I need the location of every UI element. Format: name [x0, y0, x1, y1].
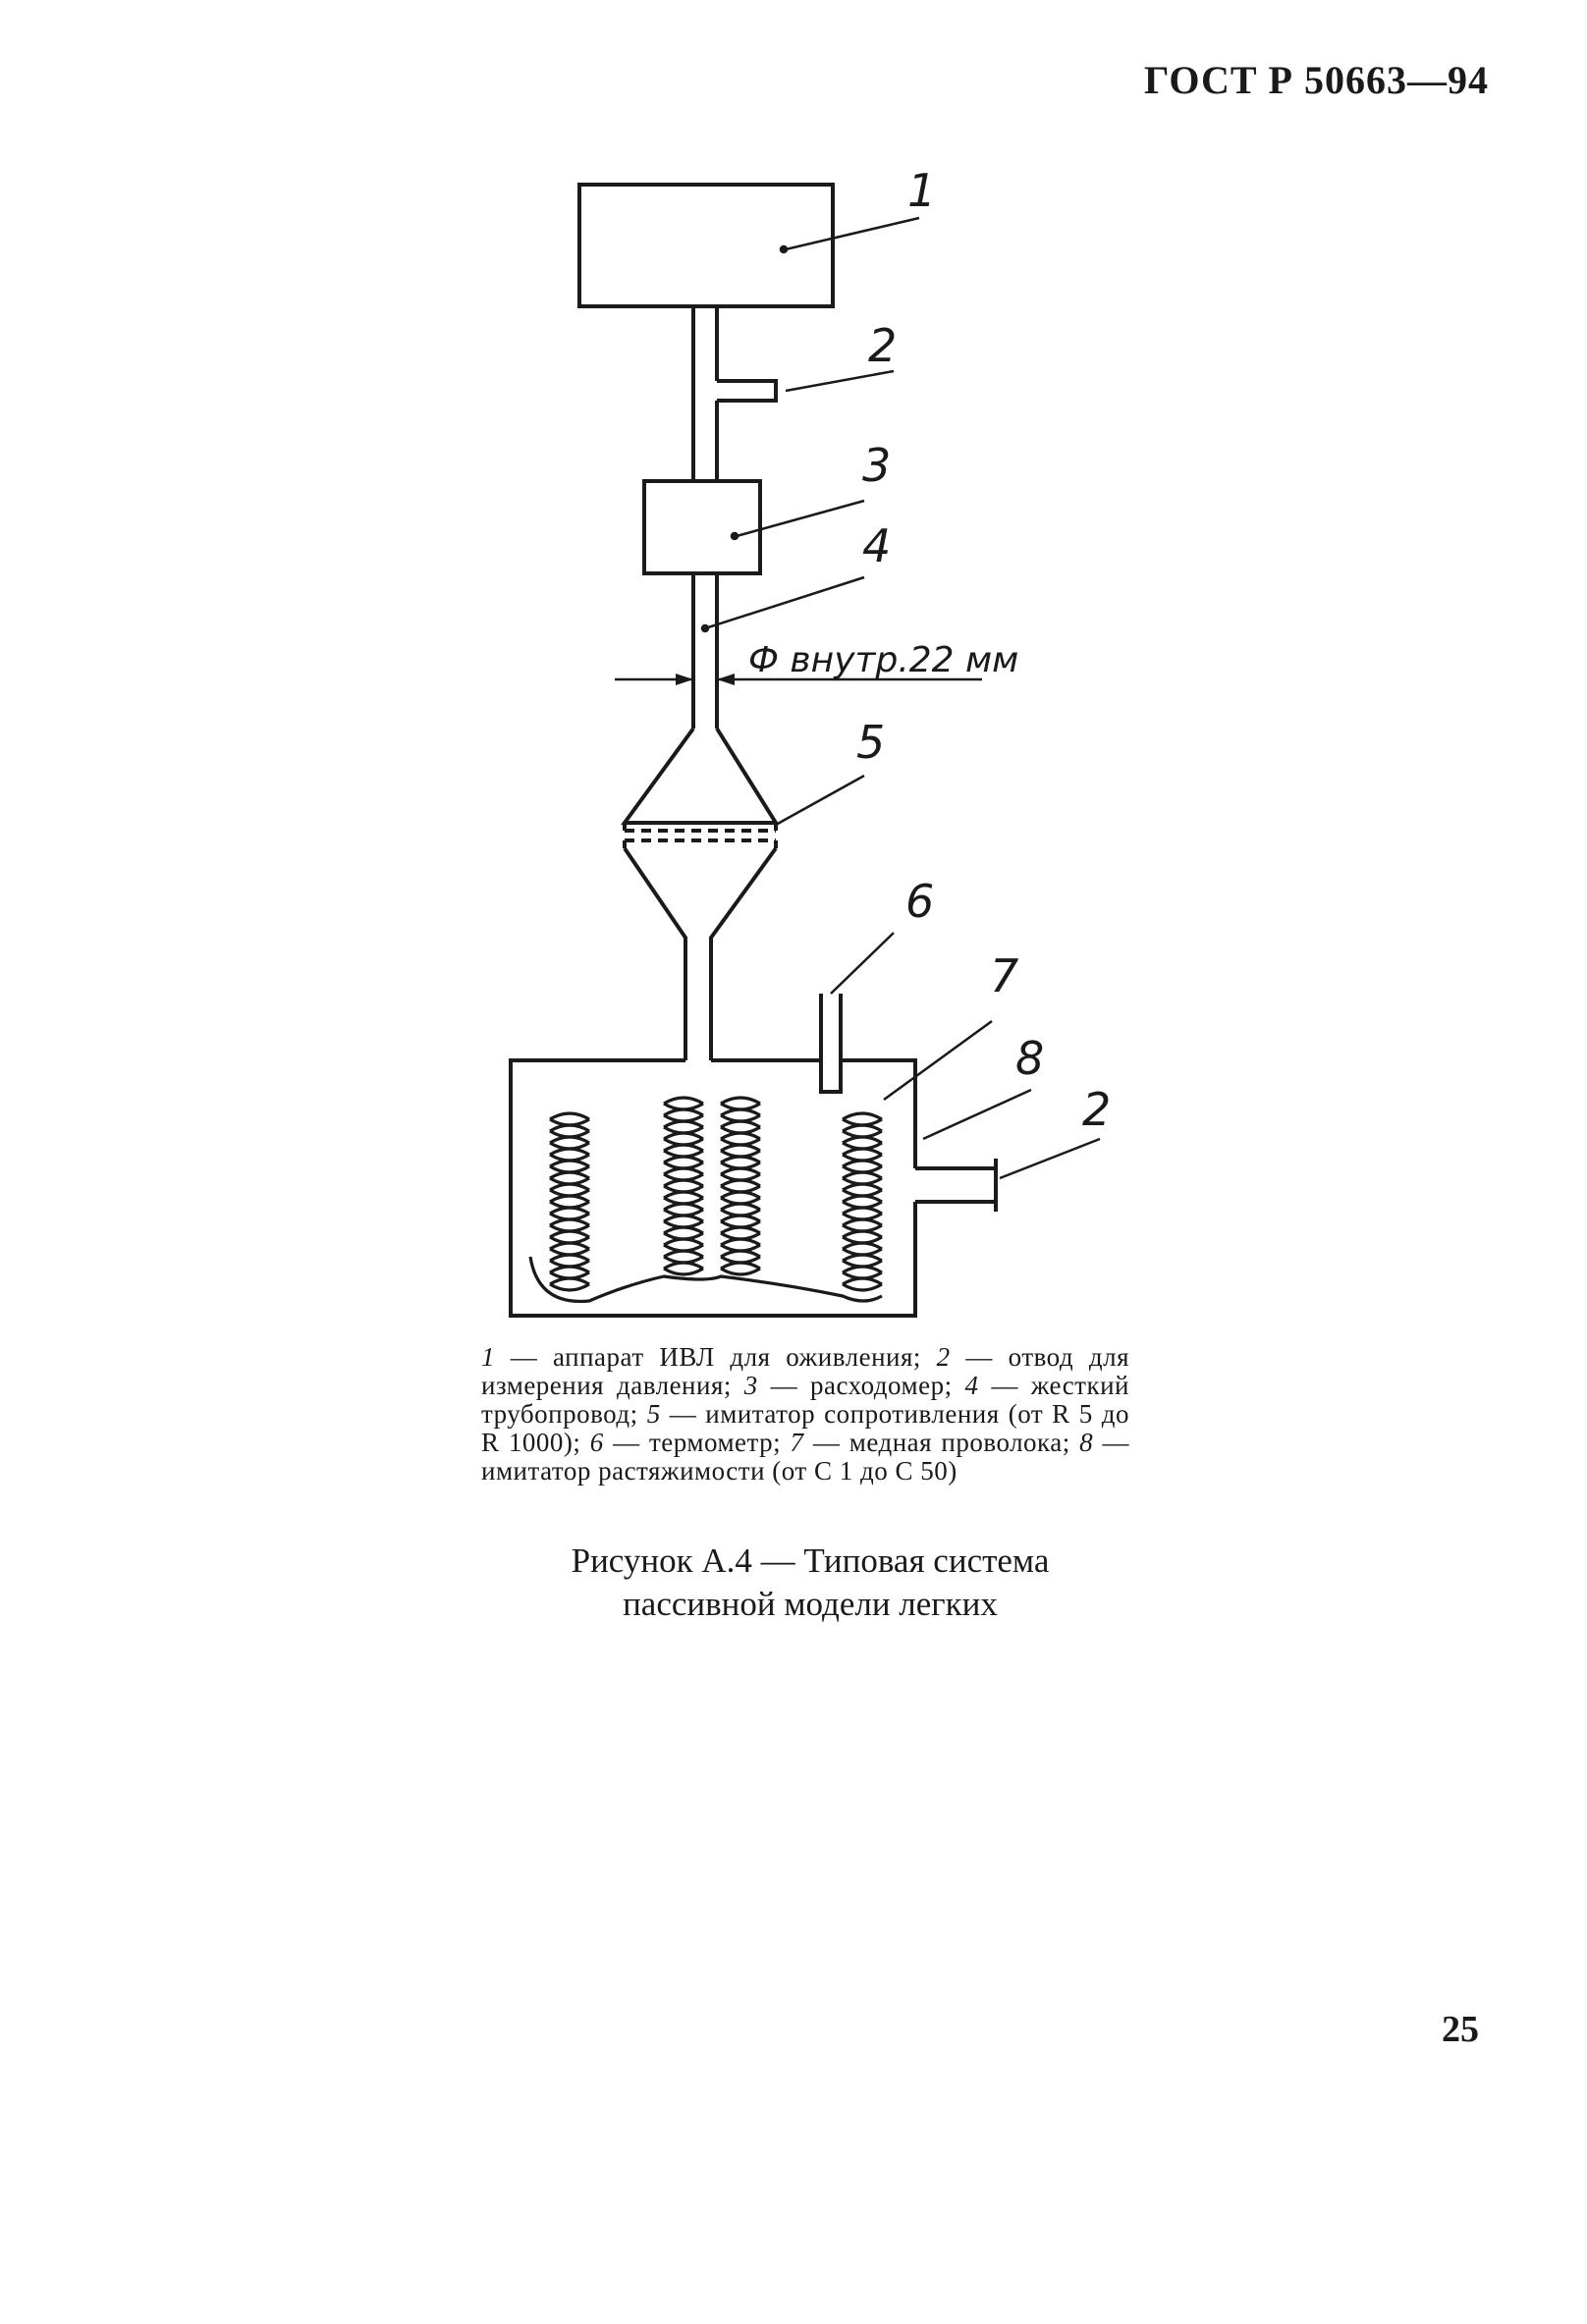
legend-item: 7 — медная проволока; — [790, 1428, 1070, 1457]
label-2-top: 2 — [868, 319, 897, 372]
coil-spring-4 — [842, 1111, 883, 1292]
legend-item: 8 — имитатор растяжимости (от С 1 до С 5… — [481, 1428, 1130, 1486]
label-2-side: 2 — [1082, 1083, 1111, 1136]
legend-item: 2 — отвод для измерения давления; — [481, 1342, 1130, 1400]
label-7: 7 — [990, 949, 1018, 1002]
figure-legend: 1 — аппарат ИВЛ для оживления; 2 — отвод… — [481, 1343, 1129, 1486]
label-5: 5 — [856, 716, 885, 769]
coil-spring-3 — [720, 1096, 761, 1276]
resistance-bottom-cone — [623, 846, 687, 1060]
label-8: 8 — [1015, 1032, 1044, 1085]
ventilator-box — [577, 183, 835, 308]
coil-spring-2 — [663, 1096, 704, 1276]
document-header: ГОСТ Р 50663—94 — [1143, 58, 1489, 102]
legend-item: 1 — аппарат ИВЛ для оживления; — [481, 1342, 921, 1372]
legend-item: 6 — термометр; — [589, 1428, 782, 1457]
legend-item: 3 — расходомер; — [743, 1371, 953, 1400]
lung-chamber — [509, 1058, 917, 1318]
figure-caption: Рисунок А.4 — Типовая система пассивной … — [491, 1540, 1129, 1626]
label-1: 1 — [907, 164, 936, 217]
copper-wire — [528, 1256, 883, 1304]
label-3: 3 — [862, 439, 891, 492]
resistance-top-cone — [621, 727, 780, 825]
pressure-tap-top — [717, 379, 778, 403]
flowmeter-box — [642, 479, 762, 575]
label-4: 4 — [862, 519, 891, 572]
lung-model-diagram: 1 2 3 4 5 6 7 8 2 Ф внутр.22 мм — [509, 164, 1111, 1318]
page-number: 25 — [1442, 2009, 1479, 2050]
legend-item: 5 — имитатор сопротивления (от R 5 до R … — [481, 1399, 1130, 1457]
dimension-label: Ф внутр.22 мм — [748, 640, 1018, 680]
caption-line-2: пассивной модели легких — [623, 1585, 998, 1623]
caption-line-1: Рисунок А.4 — Типовая система — [571, 1541, 1050, 1580]
legend-item: 4 — жесткий трубопровод; — [481, 1371, 1129, 1429]
label-6: 6 — [905, 875, 934, 928]
coil-spring-1 — [549, 1111, 590, 1292]
thermometer — [819, 994, 843, 1094]
